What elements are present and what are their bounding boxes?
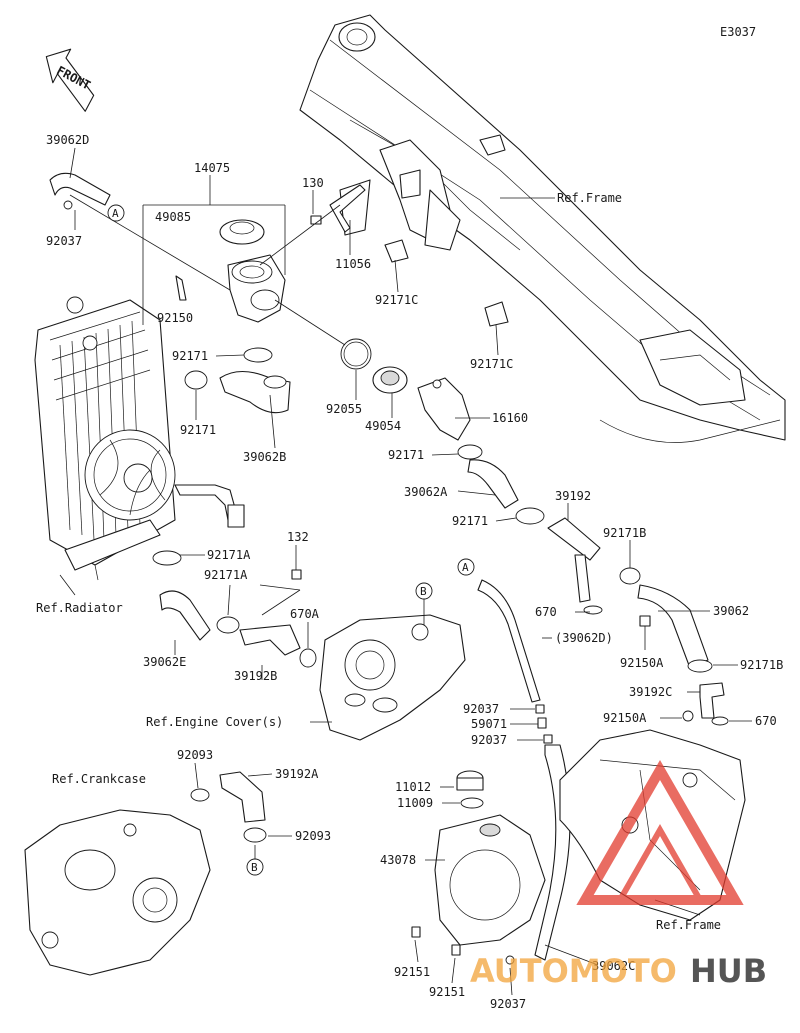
label-92171C: 92171C (470, 357, 513, 371)
label-670: 670 (755, 714, 777, 728)
label-92171: 92171 (180, 423, 216, 437)
label-92037: 92037 (46, 234, 82, 248)
label-92171C: 92171C (375, 293, 418, 307)
label-92093: 92093 (177, 748, 213, 762)
water-pump-cover-illustration (411, 770, 546, 965)
label-39062A: 39062A (404, 485, 448, 499)
label-11009: 11009 (397, 796, 433, 810)
label-92171B: 92171B (603, 526, 646, 540)
label-39062C: 39062C (592, 959, 635, 973)
label-39062: 39062 (713, 604, 749, 618)
label-92037: 92037 (463, 702, 499, 716)
label-92150A: 92150A (620, 656, 664, 670)
label-92150: 92150 (157, 311, 193, 325)
callout-a-label: A (112, 207, 119, 220)
label-92171A: 92171A (204, 568, 248, 582)
watermark-logo: AUTOMOTO HUB (470, 759, 767, 990)
diagram-code: E3037 (720, 25, 756, 39)
label-92171A: 92171A (207, 548, 251, 562)
label-14075: 14075 (194, 161, 230, 175)
label-39192C: 39192C (629, 685, 672, 699)
radiator-illustration (34, 296, 245, 581)
callout-b-bottom: B (246, 845, 264, 876)
label-ref-frame: Ref.Frame (557, 191, 622, 205)
label-39192: 39192 (555, 489, 591, 503)
label-ref-radiator: Ref.Radiator (36, 601, 123, 615)
label-49054: 49054 (365, 419, 401, 433)
leader-lines (59, 147, 752, 996)
label-49085: 49085 (155, 210, 191, 224)
engine-cover-illustration (319, 614, 466, 741)
label-39062B: 39062B (243, 450, 286, 464)
label-92171B: 92171B (740, 658, 783, 672)
callout-a-mid: A (457, 558, 475, 576)
label-92171: 92171 (452, 514, 488, 528)
label-39192B: 39192B (234, 669, 277, 683)
label-132: 132 (287, 530, 309, 544)
label-39062D: 39062D (46, 133, 89, 147)
label-92151: 92151 (429, 985, 465, 999)
label-670: 670 (535, 605, 557, 619)
callout-a-label: A (462, 561, 469, 574)
label-39192A: 39192A (275, 767, 319, 781)
crankcase-illustration (24, 809, 211, 976)
part-labels: E3037 39062D 92037 14075 49085 130 11056… (36, 25, 783, 1011)
callout-a-top: A (107, 204, 125, 222)
label-39062E: 39062E (143, 655, 186, 669)
label-11056: 11056 (335, 257, 371, 271)
watermark-text-hub: HUB (690, 952, 767, 990)
label-ref-frame: Ref.Frame (656, 918, 721, 932)
label-92037: 92037 (490, 997, 526, 1011)
label-ref-engine-cover: Ref.Engine Cover(s) (146, 715, 283, 729)
thermostat-housing (142, 175, 286, 325)
label-59071: 59071 (471, 717, 507, 731)
callout-b-top: B (415, 582, 433, 625)
label-ref-crankcase: Ref.Crankcase (52, 772, 146, 786)
watermark-inner-triangle-icon (614, 823, 706, 903)
label-92037: 92037 (471, 733, 507, 747)
hoses-and-clamps (49, 172, 729, 961)
label-43078: 43078 (380, 853, 416, 867)
front-arrow-icon: FRONT (45, 48, 95, 112)
watermark-text-automoto: AUTOMOTO (470, 952, 677, 990)
callout-b-label: B (420, 585, 427, 598)
label-16160: 16160 (492, 411, 528, 425)
label-39062D-ref: (39062D) (555, 631, 613, 645)
label-92150A: 92150A (603, 711, 647, 725)
label-92171: 92171 (388, 448, 424, 462)
callout-b-label: B (251, 861, 258, 874)
frame-illustration (299, 14, 786, 443)
label-670A: 670A (290, 607, 320, 621)
label-130: 130 (302, 176, 324, 190)
label-92093: 92093 (295, 829, 331, 843)
label-92055: 92055 (326, 402, 362, 416)
label-92151: 92151 (394, 965, 430, 979)
label-11012: 11012 (395, 780, 431, 794)
label-92171: 92171 (172, 349, 208, 363)
